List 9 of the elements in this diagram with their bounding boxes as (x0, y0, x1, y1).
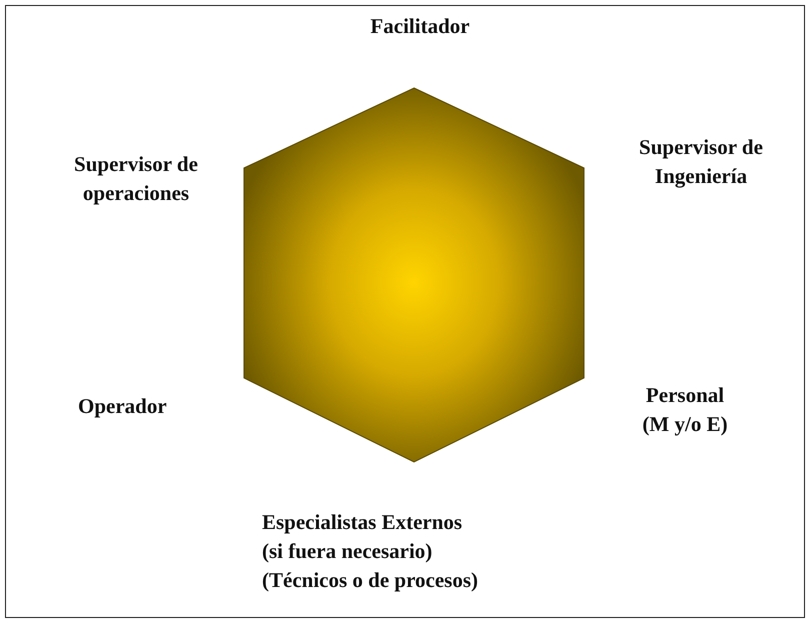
role-label: (si fuera necesario) (262, 538, 434, 565)
hexagon (244, 87, 584, 463)
role-label: Facilitador (369, 13, 471, 40)
role-label: (Técnicos o de procesos) (262, 567, 479, 594)
role-label: Supervisor de Ingeniería (638, 134, 764, 190)
role-label: Operador (78, 393, 168, 420)
role-label: Especialistas Externos (262, 509, 464, 536)
role-label: Personal (M y/o E) (641, 382, 729, 438)
role-label: Supervisor de operaciones (73, 151, 199, 207)
